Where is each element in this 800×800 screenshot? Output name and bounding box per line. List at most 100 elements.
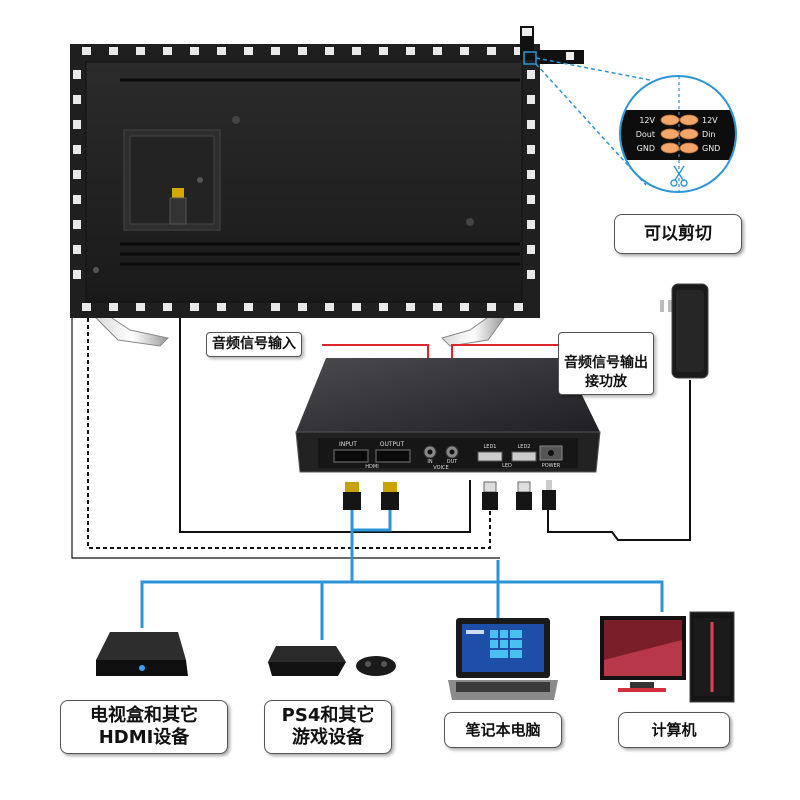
led-chip <box>406 303 415 311</box>
led-chip <box>433 47 442 55</box>
tv-box-icon <box>96 632 188 676</box>
desktop-computer-icon <box>600 611 735 703</box>
led-chip <box>527 70 535 79</box>
led-chip <box>109 47 118 55</box>
led-chip <box>527 95 535 104</box>
led-chip <box>217 303 226 311</box>
game-console-icon <box>268 646 396 676</box>
led-chip <box>527 220 535 229</box>
led-chip <box>527 195 535 204</box>
pin-right-2: Din <box>702 130 715 139</box>
strip-end <box>520 26 584 65</box>
device-label-computer: 计算机 <box>618 712 730 748</box>
led-chip <box>406 47 415 55</box>
led-chip <box>487 303 496 311</box>
led-chip <box>73 145 81 154</box>
led-chip <box>271 47 280 55</box>
port-output-label: OUTPUT <box>380 441 405 448</box>
power-adapter-icon <box>660 283 709 379</box>
led-chip <box>163 303 172 311</box>
pin-left-3: GND <box>637 144 655 153</box>
pin-left-2: Dout <box>636 130 655 139</box>
audio-input-label: 音频信号输入 <box>206 332 302 357</box>
scissors-icon <box>670 165 688 187</box>
led-chip <box>527 145 535 154</box>
led-chip <box>325 303 334 311</box>
led-chip <box>73 195 81 204</box>
led-chip <box>379 303 388 311</box>
audio-input-text: 音频信号输入 <box>212 336 296 352</box>
led-chip <box>73 95 81 104</box>
audio-output-label: 音频信号输出 接功放 <box>558 332 654 395</box>
pin-right-3: GND <box>702 144 720 153</box>
port-out-label: OUT <box>447 459 459 465</box>
dc-plug-icon <box>542 480 556 510</box>
led-chip <box>190 303 199 311</box>
device-label-ps4-text: PS4和其它 游戏设备 <box>281 705 375 748</box>
device-label-laptop: 笔记本电脑 <box>444 712 562 748</box>
led-chip <box>527 245 535 254</box>
port-led1-label: LED1 <box>484 444 497 450</box>
strip-detail-zoom: 12V Dout GND 12V Din GND <box>619 75 737 193</box>
cuttable-label: 可以剪切 <box>614 214 742 254</box>
led-chip <box>73 70 81 79</box>
led-chip <box>298 303 307 311</box>
tv-back-panel <box>70 44 540 347</box>
port-led-label: LED <box>502 463 512 469</box>
port-led2-label: LED2 <box>518 444 531 450</box>
led-chip <box>136 47 145 55</box>
led-chip <box>514 303 523 311</box>
led-chip <box>325 47 334 55</box>
led-chip <box>217 47 226 55</box>
led-chip <box>460 47 469 55</box>
laptop-icon <box>448 618 558 700</box>
led-chip <box>73 220 81 229</box>
zoom-lines <box>535 57 651 186</box>
device-label-computer-text: 计算机 <box>651 721 697 739</box>
led-chip <box>109 303 118 311</box>
usb-plug-icon <box>482 481 498 510</box>
led-chip <box>352 47 361 55</box>
pin-left-1: 12V <box>639 116 655 125</box>
device-label-laptop-text: 笔记本电脑 <box>465 721 541 739</box>
device-label-ps4: PS4和其它 游戏设备 <box>264 700 392 754</box>
led-chip <box>73 245 81 254</box>
control-box: INPUT OUTPUT HDMI IN OUT VOICE LED1 LED2… <box>295 358 601 473</box>
led-chip <box>73 270 81 279</box>
port-hdmi-label: HDMI <box>365 464 378 470</box>
usb-plug-icon <box>516 481 532 510</box>
pin-right-1: 12V <box>702 116 718 125</box>
led-strip <box>73 47 535 311</box>
led-chip <box>527 270 535 279</box>
device-label-tv-box: 电视盒和其它 HDMI设备 <box>60 700 228 754</box>
led-chip <box>163 47 172 55</box>
led-chip <box>379 47 388 55</box>
port-input-label: INPUT <box>339 441 357 448</box>
led-chip <box>527 120 535 129</box>
cuttable-text: 可以剪切 <box>644 224 712 244</box>
led-chip <box>82 47 91 55</box>
led-chip <box>527 170 535 179</box>
led-chip <box>271 303 280 311</box>
device-label-tv-box-text: 电视盒和其它 HDMI设备 <box>90 705 198 748</box>
audio-output-text: 音频信号输出 接功放 <box>564 355 648 390</box>
port-power-label: POWER <box>542 463 561 469</box>
led-chip <box>73 170 81 179</box>
led-chip <box>352 303 361 311</box>
wiring <box>71 318 691 640</box>
hdmi-plug-icon <box>343 482 361 510</box>
led-chip <box>433 303 442 311</box>
led-chip <box>514 47 523 55</box>
led-chip <box>298 47 307 55</box>
hdmi-plug-icon <box>381 482 399 510</box>
led-chip <box>82 303 91 311</box>
port-in-label: IN <box>427 459 432 465</box>
led-chip <box>73 120 81 129</box>
led-chip <box>190 47 199 55</box>
led-chip <box>136 303 145 311</box>
port-voice-label: VOICE <box>433 465 448 471</box>
led-chip <box>244 47 253 55</box>
led-chip <box>487 47 496 55</box>
led-chip <box>244 303 253 311</box>
